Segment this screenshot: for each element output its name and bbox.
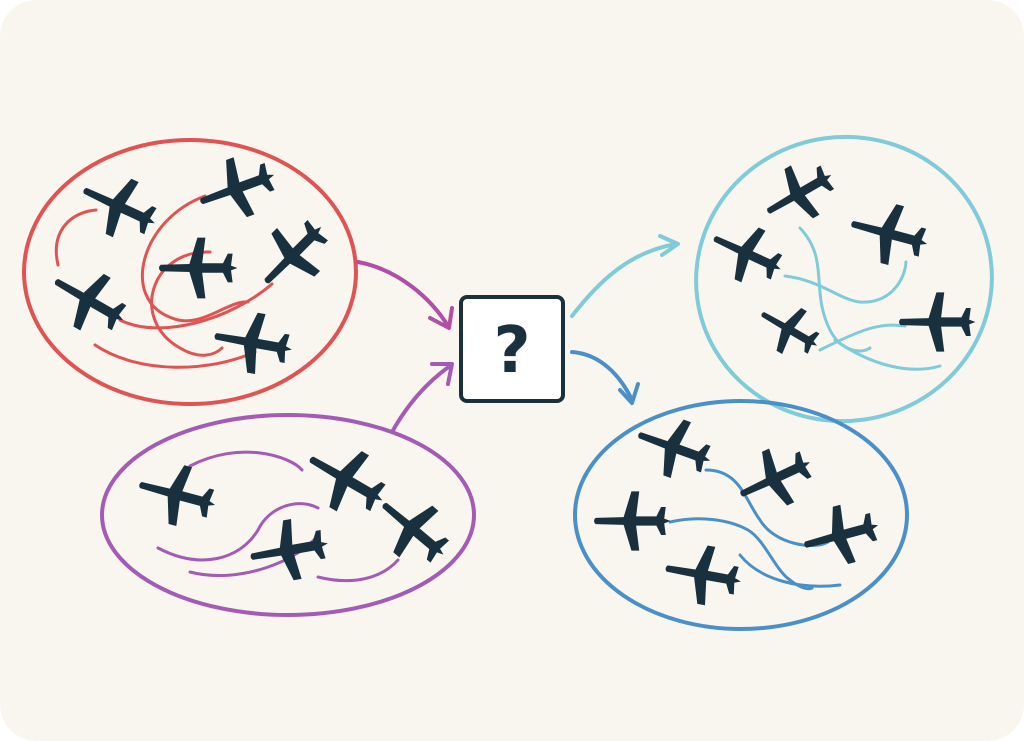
cluster-light-blue-routes [783,226,942,371]
question-mark-icon: ? [493,314,530,388]
arrow-purple-to-box [390,362,454,434]
cluster-red-outline [22,138,358,406]
cluster-light-blue [694,134,994,424]
question-box-frame [459,295,565,403]
cluster-purple [100,413,476,617]
cluster-light-blue-outline [694,134,994,424]
question-box: ? [459,295,565,403]
cluster-red [22,138,358,406]
cluster-blue [573,399,909,631]
arrow-red-to-box [356,260,454,330]
cluster-red-routes [54,194,274,369]
cluster-purple-outline [100,413,476,617]
arrow-box-to-light-blue [570,234,680,318]
arrows [356,234,680,434]
cluster-blue-outline [573,399,909,631]
arrow-box-to-blue [570,350,640,405]
